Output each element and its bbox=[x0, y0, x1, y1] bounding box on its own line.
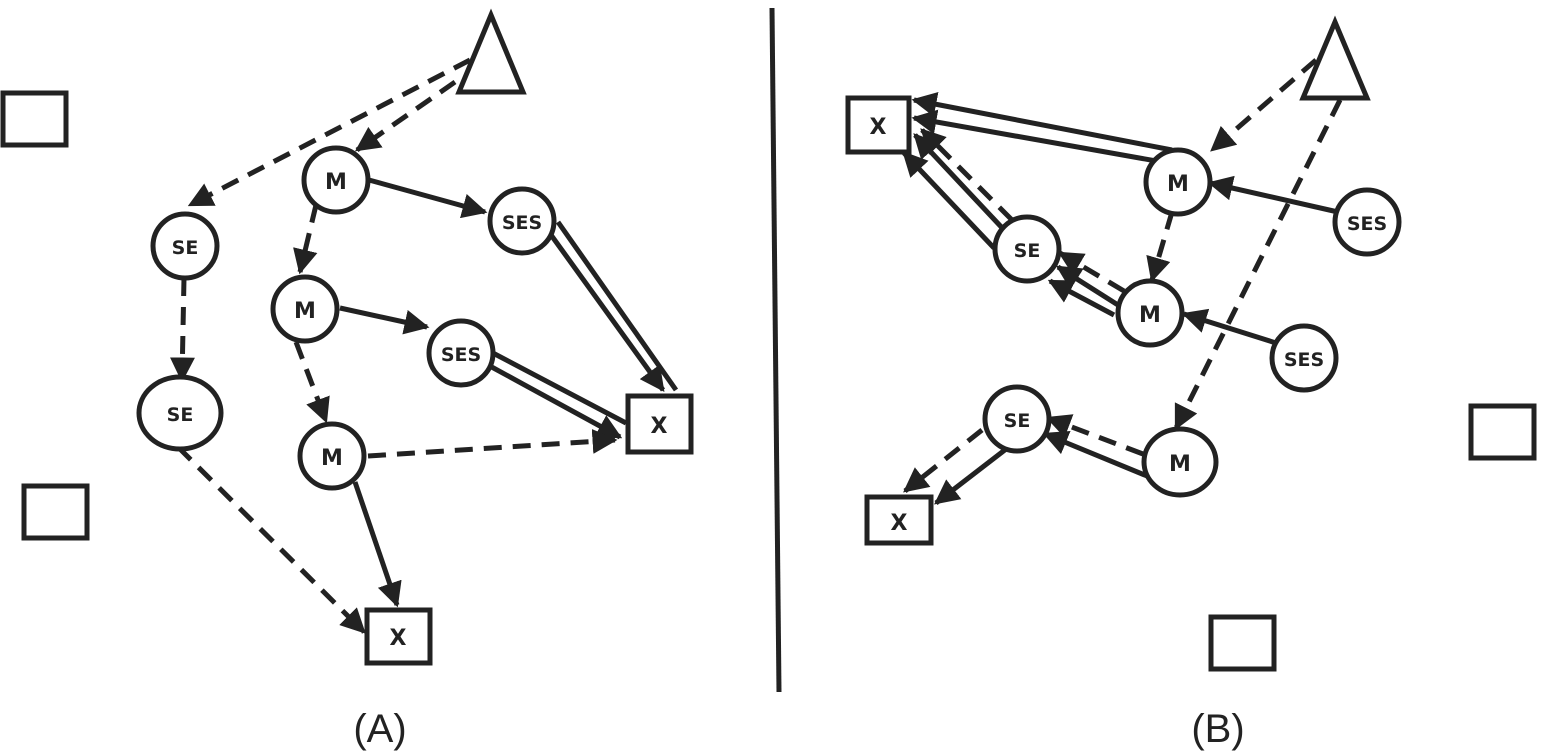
svg-text:M: M bbox=[1167, 172, 1189, 197]
node-m: M bbox=[1143, 147, 1213, 217]
node-ses: SES bbox=[426, 318, 496, 388]
node-x: X bbox=[364, 607, 433, 666]
edge-se2-to-x bbox=[934, 444, 1012, 505]
panel-label-a: (A) bbox=[353, 707, 406, 751]
panel-a: M M M SES SES SE SE X bbox=[0, 8, 694, 751]
svg-text:X: X bbox=[651, 414, 668, 439]
edge-m1-to-x bbox=[911, 109, 1163, 165]
node-se: SE bbox=[992, 214, 1062, 284]
edge-m2-to-se bbox=[1047, 278, 1116, 318]
edge-m3-to-se2 bbox=[1042, 431, 1148, 479]
svg-text:M: M bbox=[321, 446, 343, 471]
svg-text:SE: SE bbox=[172, 237, 199, 259]
svg-text:SE: SE bbox=[167, 404, 194, 426]
edge-se-to-x bbox=[913, 133, 1008, 234]
node-x: X bbox=[625, 393, 694, 455]
edge-m3-to-x-bottom bbox=[352, 481, 402, 608]
edge-se2-to-x-bottom bbox=[176, 445, 366, 634]
edge-ses1-to-x bbox=[555, 220, 679, 392]
edge-ses1-to-m1 bbox=[1207, 175, 1339, 215]
edge-m2-to-m3 bbox=[293, 341, 330, 424]
edge-ses2-to-m2 bbox=[1181, 308, 1277, 346]
empty-square-icon bbox=[0, 90, 69, 148]
edge-ses1-to-x bbox=[543, 226, 666, 393]
edge-m1-to-x bbox=[911, 92, 1173, 153]
node-m: M bbox=[1115, 278, 1185, 348]
node-x: X bbox=[845, 95, 912, 155]
triangle-icon bbox=[1299, 15, 1371, 101]
empty-square-icon bbox=[21, 483, 90, 541]
edge-triangle-to-m bbox=[354, 79, 457, 153]
edge-se2-to-x-dashed bbox=[903, 428, 984, 493]
node-se: SE bbox=[136, 374, 224, 452]
edge-m3-to-se2 bbox=[1045, 414, 1144, 457]
panel-divider bbox=[769, 7, 782, 693]
edge-ses2-to-x bbox=[486, 362, 623, 440]
empty-square-icon bbox=[1208, 614, 1277, 672]
node-m: M bbox=[270, 274, 340, 344]
node-x: X bbox=[864, 494, 934, 546]
svg-text:SES: SES bbox=[1347, 213, 1387, 235]
node-ses: SES bbox=[487, 186, 557, 256]
svg-text:M: M bbox=[1139, 303, 1161, 328]
edge-ses2-to-x bbox=[489, 349, 628, 426]
node-se: SE bbox=[150, 211, 220, 281]
node-m: M bbox=[297, 421, 367, 491]
node-m: M bbox=[301, 145, 371, 215]
triangle-icon bbox=[455, 8, 527, 95]
edge-m1-to-ses1 bbox=[368, 177, 488, 219]
panel-label-b: (B) bbox=[1191, 707, 1244, 751]
edge-m2-to-se-dashed bbox=[1057, 250, 1126, 294]
svg-text:SES: SES bbox=[502, 212, 542, 234]
panel-b: M M M SES SES SE SE X bbox=[845, 15, 1537, 751]
svg-text:SE: SE bbox=[1004, 410, 1031, 432]
svg-text:M: M bbox=[1169, 452, 1191, 477]
edge-triangle-to-m bbox=[1210, 58, 1318, 152]
edge-m2-to-ses2 bbox=[339, 305, 430, 335]
edge-m1-to-m2 bbox=[293, 204, 319, 275]
svg-text:SES: SES bbox=[1284, 349, 1324, 371]
edge-se-to-x-dashed bbox=[920, 128, 1014, 222]
svg-text:X: X bbox=[390, 626, 407, 651]
edge-triangle-to-se bbox=[187, 57, 472, 208]
svg-text:SES: SES bbox=[441, 344, 481, 366]
edge-se1-to-se2 bbox=[169, 277, 195, 383]
edge-m1-to-m2 bbox=[1146, 211, 1175, 283]
edge-se-to-x bbox=[902, 151, 996, 250]
node-ses: SES bbox=[1269, 323, 1339, 393]
svg-text:X: X bbox=[870, 115, 887, 140]
empty-square-icon bbox=[1468, 403, 1537, 461]
svg-text:M: M bbox=[325, 170, 347, 195]
edge-m3-to-x bbox=[367, 428, 618, 459]
svg-text:SE: SE bbox=[1014, 240, 1041, 262]
panel-b-edges bbox=[902, 58, 1343, 505]
svg-text:M: M bbox=[294, 299, 316, 324]
panel-a-edges bbox=[169, 57, 679, 634]
node-ses: SES bbox=[1332, 187, 1402, 257]
node-m: M bbox=[1141, 426, 1219, 498]
node-se: SE bbox=[982, 384, 1052, 454]
edge-triangle-to-m-bottom bbox=[1173, 98, 1343, 431]
svg-text:X: X bbox=[891, 511, 908, 536]
